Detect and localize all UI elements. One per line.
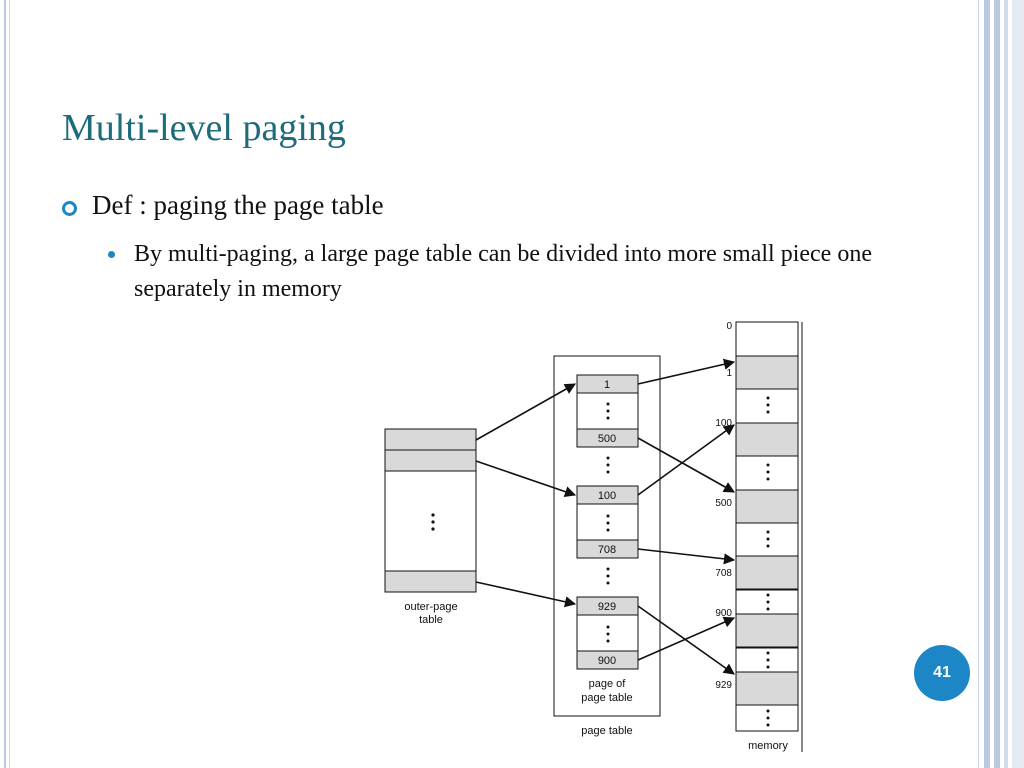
page-table-frame: page table page of page table bbox=[553, 355, 661, 737]
arrow bbox=[475, 383, 576, 441]
memory-address: 1 bbox=[726, 368, 732, 379]
ellipsis-icon bbox=[766, 651, 770, 669]
arrow bbox=[637, 424, 735, 496]
arrow bbox=[475, 581, 577, 608]
arrows-inner-to-memory bbox=[637, 358, 736, 675]
bullet-text: Def : paging the page table bbox=[92, 190, 384, 220]
ellipsis-icon bbox=[606, 456, 610, 474]
arrow bbox=[637, 605, 735, 675]
arrows-outer-to-inner bbox=[475, 383, 577, 608]
ellipsis-icon bbox=[766, 463, 770, 481]
entry-label: 500 bbox=[598, 433, 616, 445]
outer-page-table-label-2: table bbox=[419, 614, 443, 626]
memory-label: memory bbox=[748, 740, 788, 752]
inner-page-2: 100 708 bbox=[576, 485, 639, 559]
ring-bullet-icon bbox=[62, 201, 77, 216]
ellipsis-icon bbox=[766, 593, 770, 611]
slide-title: Multi-level paging bbox=[62, 107, 346, 149]
entry-label: 708 bbox=[598, 544, 616, 556]
ellipsis-icon bbox=[431, 513, 435, 531]
memory-column: 0 1 100 500 708 900 929 memory bbox=[715, 321, 803, 752]
entry-label: 1 bbox=[604, 379, 610, 391]
inner-page-3: 929 900 bbox=[576, 596, 639, 670]
ellipsis-icon bbox=[766, 709, 770, 727]
right-border-band bbox=[976, 0, 1024, 768]
arrow bbox=[637, 437, 735, 493]
memory-address: 708 bbox=[715, 568, 732, 579]
ellipsis-icon bbox=[766, 396, 770, 414]
memory-address: 100 bbox=[715, 418, 732, 429]
ellipsis-icon bbox=[606, 567, 610, 585]
left-border-rule-inner bbox=[9, 0, 10, 768]
memory-address: 0 bbox=[726, 321, 732, 332]
inner-page-1: 1 500 bbox=[576, 374, 639, 448]
outer-page-table: outer-page table bbox=[384, 428, 477, 626]
memory-address: 900 bbox=[715, 608, 732, 619]
ellipsis-icon bbox=[766, 530, 770, 548]
memory-address: 929 bbox=[715, 680, 732, 691]
page-of-page-table-label-2: page table bbox=[581, 692, 632, 704]
entry-label: 929 bbox=[598, 601, 616, 613]
ellipsis-icon bbox=[606, 402, 610, 420]
multilevel-paging-diagram: outer-page table page table page of page… bbox=[370, 312, 820, 760]
entry-label: 900 bbox=[598, 655, 616, 667]
arrow bbox=[637, 616, 736, 661]
ellipsis-icon bbox=[606, 514, 610, 532]
page-table-label: page table bbox=[581, 725, 632, 737]
arrow bbox=[637, 548, 736, 565]
arrow bbox=[637, 358, 736, 385]
page-of-page-table-label-1: page of bbox=[589, 678, 627, 690]
dot-bullet-icon bbox=[108, 251, 115, 258]
left-border-rule bbox=[4, 0, 6, 768]
arrow bbox=[475, 460, 577, 498]
outer-page-table-label-1: outer-page bbox=[404, 601, 457, 613]
ellipsis-icon bbox=[606, 625, 610, 643]
page-number-badge: 41 bbox=[914, 645, 970, 701]
sub-bullet-text: By multi-paging, a large page table can … bbox=[134, 241, 872, 302]
entry-label: 100 bbox=[598, 490, 616, 502]
diagram-svg: outer-page table page table page of page… bbox=[384, 321, 803, 752]
memory-address: 500 bbox=[715, 498, 732, 509]
